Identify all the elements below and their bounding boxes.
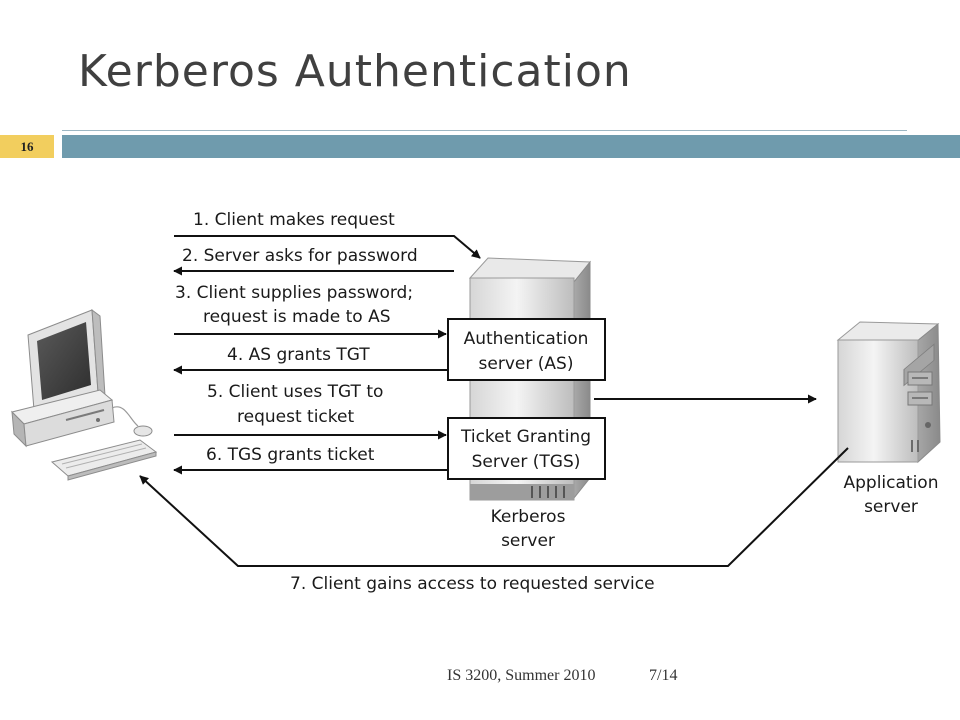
kerberos-label-line2: server — [501, 531, 555, 551]
authentication-server-box: Authentication server (AS) — [447, 318, 606, 381]
arrow-step-7 — [139, 447, 849, 567]
step-5-label-line2: request ticket — [237, 407, 354, 427]
application-label-line1: Application — [844, 473, 939, 493]
footer-course: IS 3200, Summer 2010 — [447, 667, 596, 684]
title-rule-bar — [62, 135, 960, 158]
step-1-label: 1. Client makes request — [193, 210, 395, 230]
step-5-label-line1: 5. Client uses TGT to — [207, 382, 383, 402]
footer-date: 7/14 — [649, 667, 678, 684]
tgs-box-line2: Server (TGS) — [472, 452, 581, 472]
as-box-line2: server (AS) — [479, 354, 574, 374]
step-4-label: 4. AS grants TGT — [227, 345, 370, 365]
step-2-label: 2. Server asks for password — [182, 246, 418, 266]
as-box-line1: Authentication — [464, 329, 589, 349]
kerberos-label-line1: Kerberos — [491, 507, 566, 527]
step-3-label-line2: request is made to AS — [203, 307, 391, 327]
application-server-icon — [836, 321, 941, 464]
page-number-badge: 16 — [0, 135, 54, 158]
tgs-box-line1: Ticket Granting — [460, 427, 591, 447]
ticket-granting-server-box: Ticket Granting Server (TGS) — [447, 417, 606, 480]
desktop-computer-icon — [11, 308, 158, 481]
title-rule-thin — [62, 130, 907, 131]
arrow-step-1 — [174, 235, 481, 259]
step-3-label-line1: 3. Client supplies password; — [175, 283, 413, 303]
application-label-line2: server — [864, 497, 918, 517]
slide-title: Kerberos Authentication — [78, 46, 632, 97]
step-6-label: 6. TGS grants ticket — [206, 445, 375, 465]
step-7-label: 7. Client gains access to requested serv… — [290, 574, 655, 594]
